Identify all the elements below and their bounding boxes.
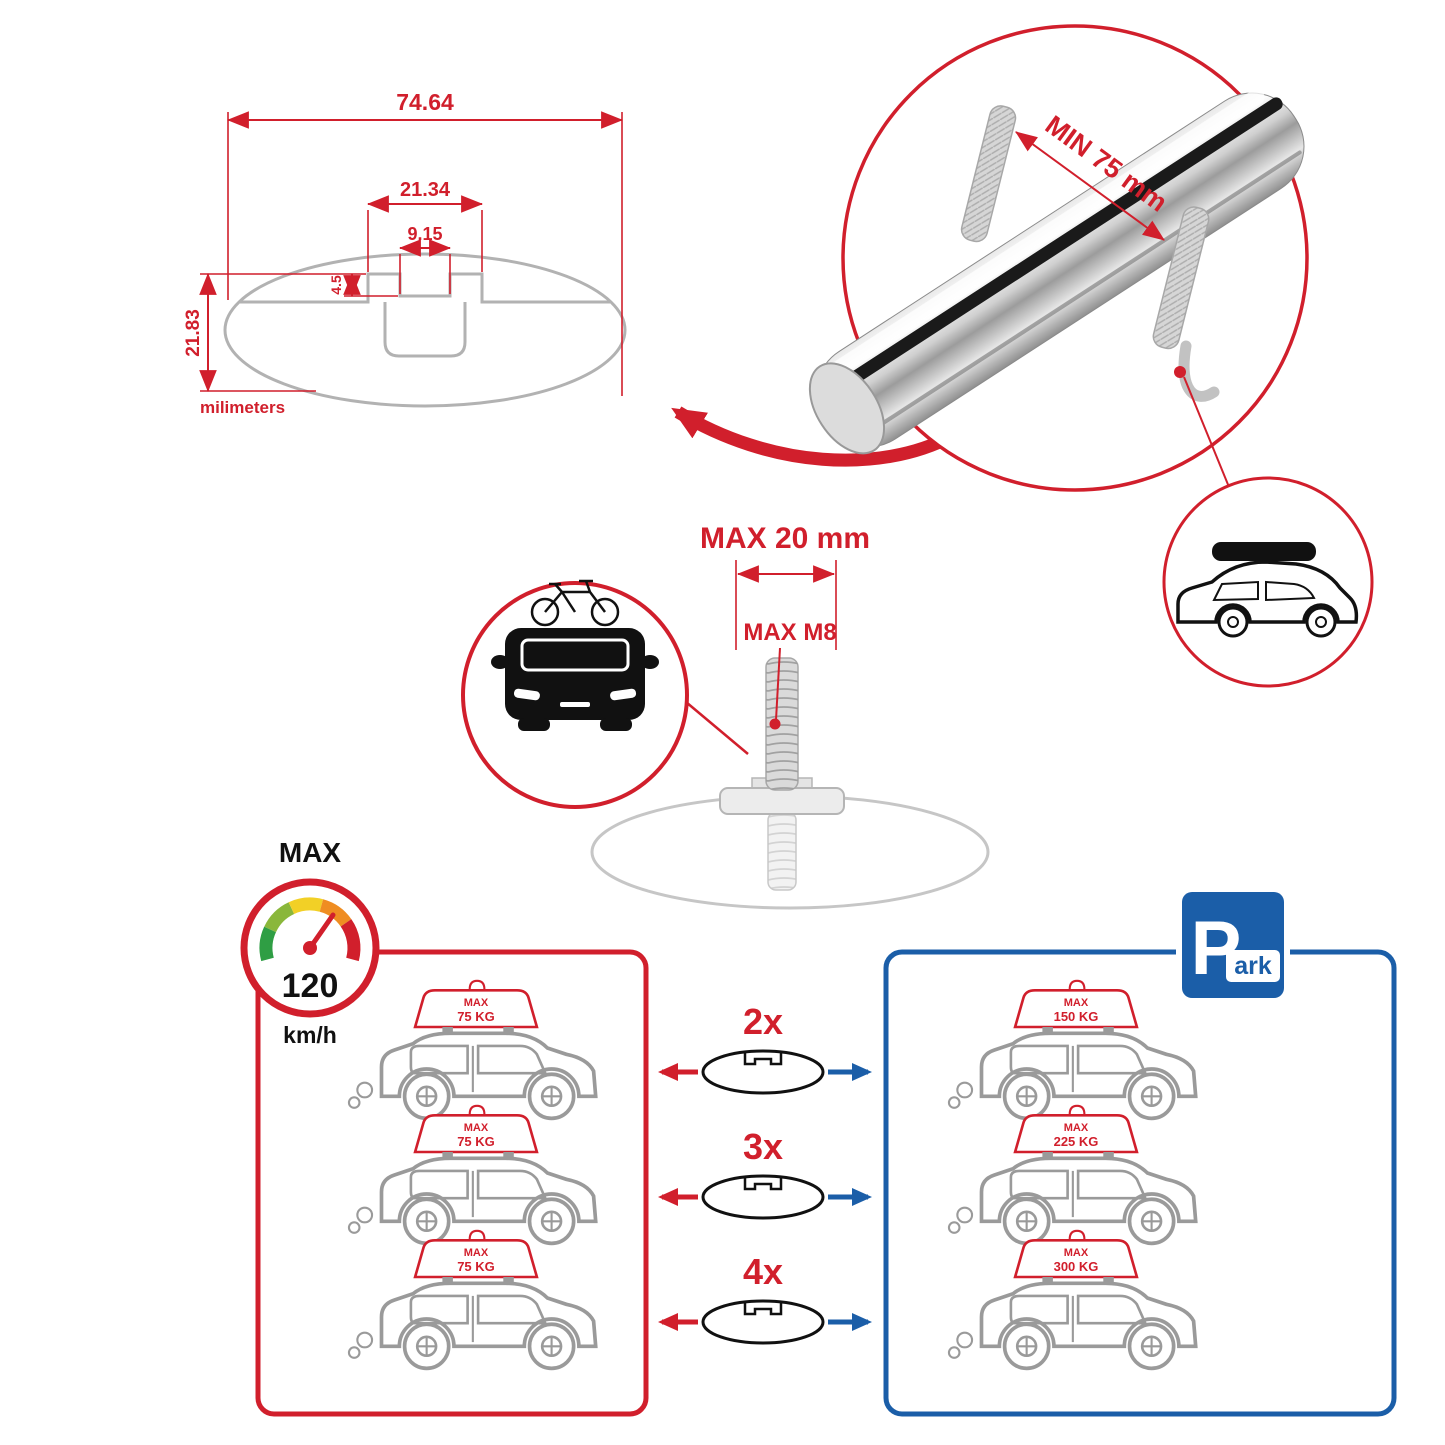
mirror-right xyxy=(641,655,659,669)
car-front-bike-detail xyxy=(461,579,689,809)
clamp-point-dot xyxy=(1174,366,1186,378)
max-thread-label: MAX M8 xyxy=(743,619,836,646)
clamp-post-front xyxy=(1152,206,1210,350)
cargo-weight: 75 KG xyxy=(457,1259,495,1274)
multiplier-row-1: 2x xyxy=(658,1001,872,1095)
license-plate xyxy=(560,702,590,707)
cargo-label: MAX xyxy=(464,1247,489,1259)
unit-label: milimeters xyxy=(200,398,285,417)
cargo-weight: 75 KG xyxy=(457,1009,495,1024)
dim-step-height-label: 4.5 xyxy=(328,275,344,295)
cargo-weight: 225 KG xyxy=(1054,1134,1099,1149)
cargo-label: MAX xyxy=(1064,997,1089,1009)
park-suffix-tab xyxy=(1226,950,1280,982)
capacity-panel: P ark MAX 120 km/h MAX 75 KG MAX 75 KG M… xyxy=(240,837,1397,1417)
profile-top-surface xyxy=(240,272,610,304)
crossbar-cross-section-icon xyxy=(701,1174,825,1220)
leader-line xyxy=(1183,376,1230,488)
cargo-weight: 300 KG xyxy=(1054,1259,1099,1274)
cargo-label: MAX xyxy=(464,997,489,1009)
suv-rear-wheel xyxy=(1217,606,1249,638)
dim-slot-width-label: 9.15 xyxy=(407,224,442,244)
gauge-hub xyxy=(303,941,317,955)
headlight-right xyxy=(610,688,637,701)
front-tire-left xyxy=(518,718,550,731)
max-width-label: MAX 20 mm xyxy=(700,522,870,555)
dim-step-width-label: 21.34 xyxy=(400,179,451,201)
crossbar-cross-section-icon xyxy=(701,1299,825,1345)
slot-nut-plate xyxy=(719,787,845,815)
dim-total-width-label: 74.64 xyxy=(396,89,454,115)
cargo-label: MAX xyxy=(1064,1247,1089,1259)
suv-rear-hub xyxy=(1227,616,1239,628)
min-clamp-arrow xyxy=(1015,131,1165,241)
suv-roof-box-detail xyxy=(1162,476,1374,688)
crossbar-section-ellipse xyxy=(223,252,627,408)
gauge-seg-orange xyxy=(319,899,352,927)
mirror-left xyxy=(491,655,509,669)
leader-line xyxy=(775,647,781,721)
cargo-label: MAX xyxy=(1064,1122,1089,1134)
speed-unit: km/h xyxy=(283,1022,337,1048)
cargo-label: MAX xyxy=(464,1122,489,1134)
headlight-left xyxy=(513,688,540,701)
fixing-bolt xyxy=(719,657,845,891)
multiplier-label: 2x xyxy=(743,1001,783,1042)
gauge-seg-red xyxy=(340,919,361,962)
fixing-bolt-detail: MAX 20 mm MAX M8 xyxy=(461,522,990,910)
suv-with-roof-box-icon xyxy=(1176,560,1359,624)
park-suffix: ark xyxy=(1234,952,1272,980)
profile-dimension-diagram: 74.64 21.34 9.15 4.5 21.83 milimeters xyxy=(183,89,956,467)
speed-value: 120 xyxy=(282,967,339,1005)
multiplier-label: 4x xyxy=(743,1251,783,1292)
bolt-threads xyxy=(766,658,798,790)
parked-load-box xyxy=(883,949,1397,1417)
multiplier-row-3: 4x xyxy=(658,1251,872,1345)
cargo-weight: 150 KG xyxy=(1054,1009,1099,1024)
windshield xyxy=(520,638,630,672)
suv-front-wheel xyxy=(1305,606,1337,638)
multiplier-label: 3x xyxy=(743,1126,783,1167)
multiplier-row-2: 3x xyxy=(658,1126,872,1220)
cargo-weight: 75 KG xyxy=(457,1134,495,1149)
thread-point-dot xyxy=(769,718,781,730)
roof-box-icon xyxy=(1212,542,1316,561)
gauge-seg-yellow xyxy=(288,897,324,915)
rubber-channel xyxy=(813,97,1283,407)
crossbar-render-detail: MIN 75 mm xyxy=(808,24,1374,688)
speedometer-icon: MAX 120 km/h xyxy=(240,837,380,1048)
profile-channel-box xyxy=(383,302,467,358)
gauge-seg-green xyxy=(259,926,277,962)
bike-icon xyxy=(530,579,620,627)
dim-profile-height-label: 21.83 xyxy=(183,309,204,357)
suv-front-hub xyxy=(1315,616,1327,628)
gauge-seg-lightgreen xyxy=(264,902,295,933)
speed-max-label: MAX xyxy=(279,837,342,868)
front-tire-right xyxy=(600,718,632,731)
clamp-post-rear xyxy=(960,105,1017,243)
bar-end-cap xyxy=(808,362,886,455)
suv-windows xyxy=(1212,580,1316,602)
parking-sign-icon: P ark xyxy=(1176,886,1290,1004)
section-pointer-arrow xyxy=(671,406,956,467)
crossbar-cross-section-icon xyxy=(701,1049,825,1095)
leader-line xyxy=(685,701,749,755)
